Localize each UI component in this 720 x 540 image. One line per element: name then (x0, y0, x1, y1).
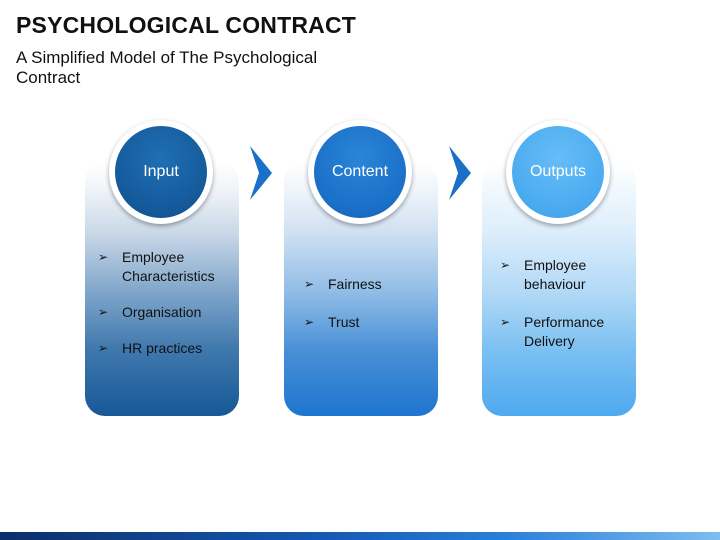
list-item: ➢ Fairness (304, 275, 434, 294)
stage-label-outputs: Outputs (512, 126, 604, 218)
list-item: ➢ Trust (304, 313, 434, 332)
page-title: PSYCHOLOGICAL CONTRACT (16, 12, 357, 38)
stage-label-content: Content (314, 126, 406, 218)
stage-circle-outputs: Outputs (506, 120, 610, 224)
list-item-text: HR practices (122, 340, 203, 356)
arrowhead-bullet-icon: ➢ (500, 258, 511, 272)
chevron-right-icon (449, 146, 471, 200)
list-item-text: Fairness (328, 276, 382, 292)
stage-label-input: Input (115, 126, 207, 218)
list-item-text: Organisation (122, 304, 202, 320)
arrowhead-bullet-icon: ➢ (98, 305, 109, 319)
list-item-text: Employee behaviour (524, 257, 587, 292)
arrowhead-bullet-icon: ➢ (98, 341, 109, 355)
arrowhead-bullet-icon: ➢ (304, 315, 315, 329)
list-item-text: Performance Delivery (524, 314, 605, 349)
input-list: ➢ Employee Characteristics ➢ Organisatio… (98, 248, 238, 375)
list-item: ➢ HR practices (98, 339, 238, 358)
stage-circle-content: Content (308, 120, 412, 224)
outputs-list: ➢ Employee behaviour ➢ Performance Deliv… (500, 256, 630, 370)
page-subtitle: A Simplified Model of The Psychological … (16, 48, 318, 87)
chevron-right-icon (250, 146, 272, 200)
list-item-text: Employee Characteristics (122, 249, 215, 284)
list-item: ➢ Employee behaviour (500, 256, 630, 294)
arrowhead-bullet-icon: ➢ (500, 315, 511, 329)
list-item: ➢ Organisation (98, 303, 238, 322)
content-list: ➢ Fairness ➢ Trust (304, 275, 434, 351)
list-item: ➢ Performance Delivery (500, 313, 630, 351)
arrowhead-bullet-icon: ➢ (304, 277, 315, 291)
list-item-text: Trust (328, 314, 360, 330)
list-item: ➢ Employee Characteristics (98, 248, 238, 286)
stage-circle-input: Input (109, 120, 213, 224)
footer-bar (0, 532, 720, 540)
arrowhead-bullet-icon: ➢ (98, 250, 109, 264)
